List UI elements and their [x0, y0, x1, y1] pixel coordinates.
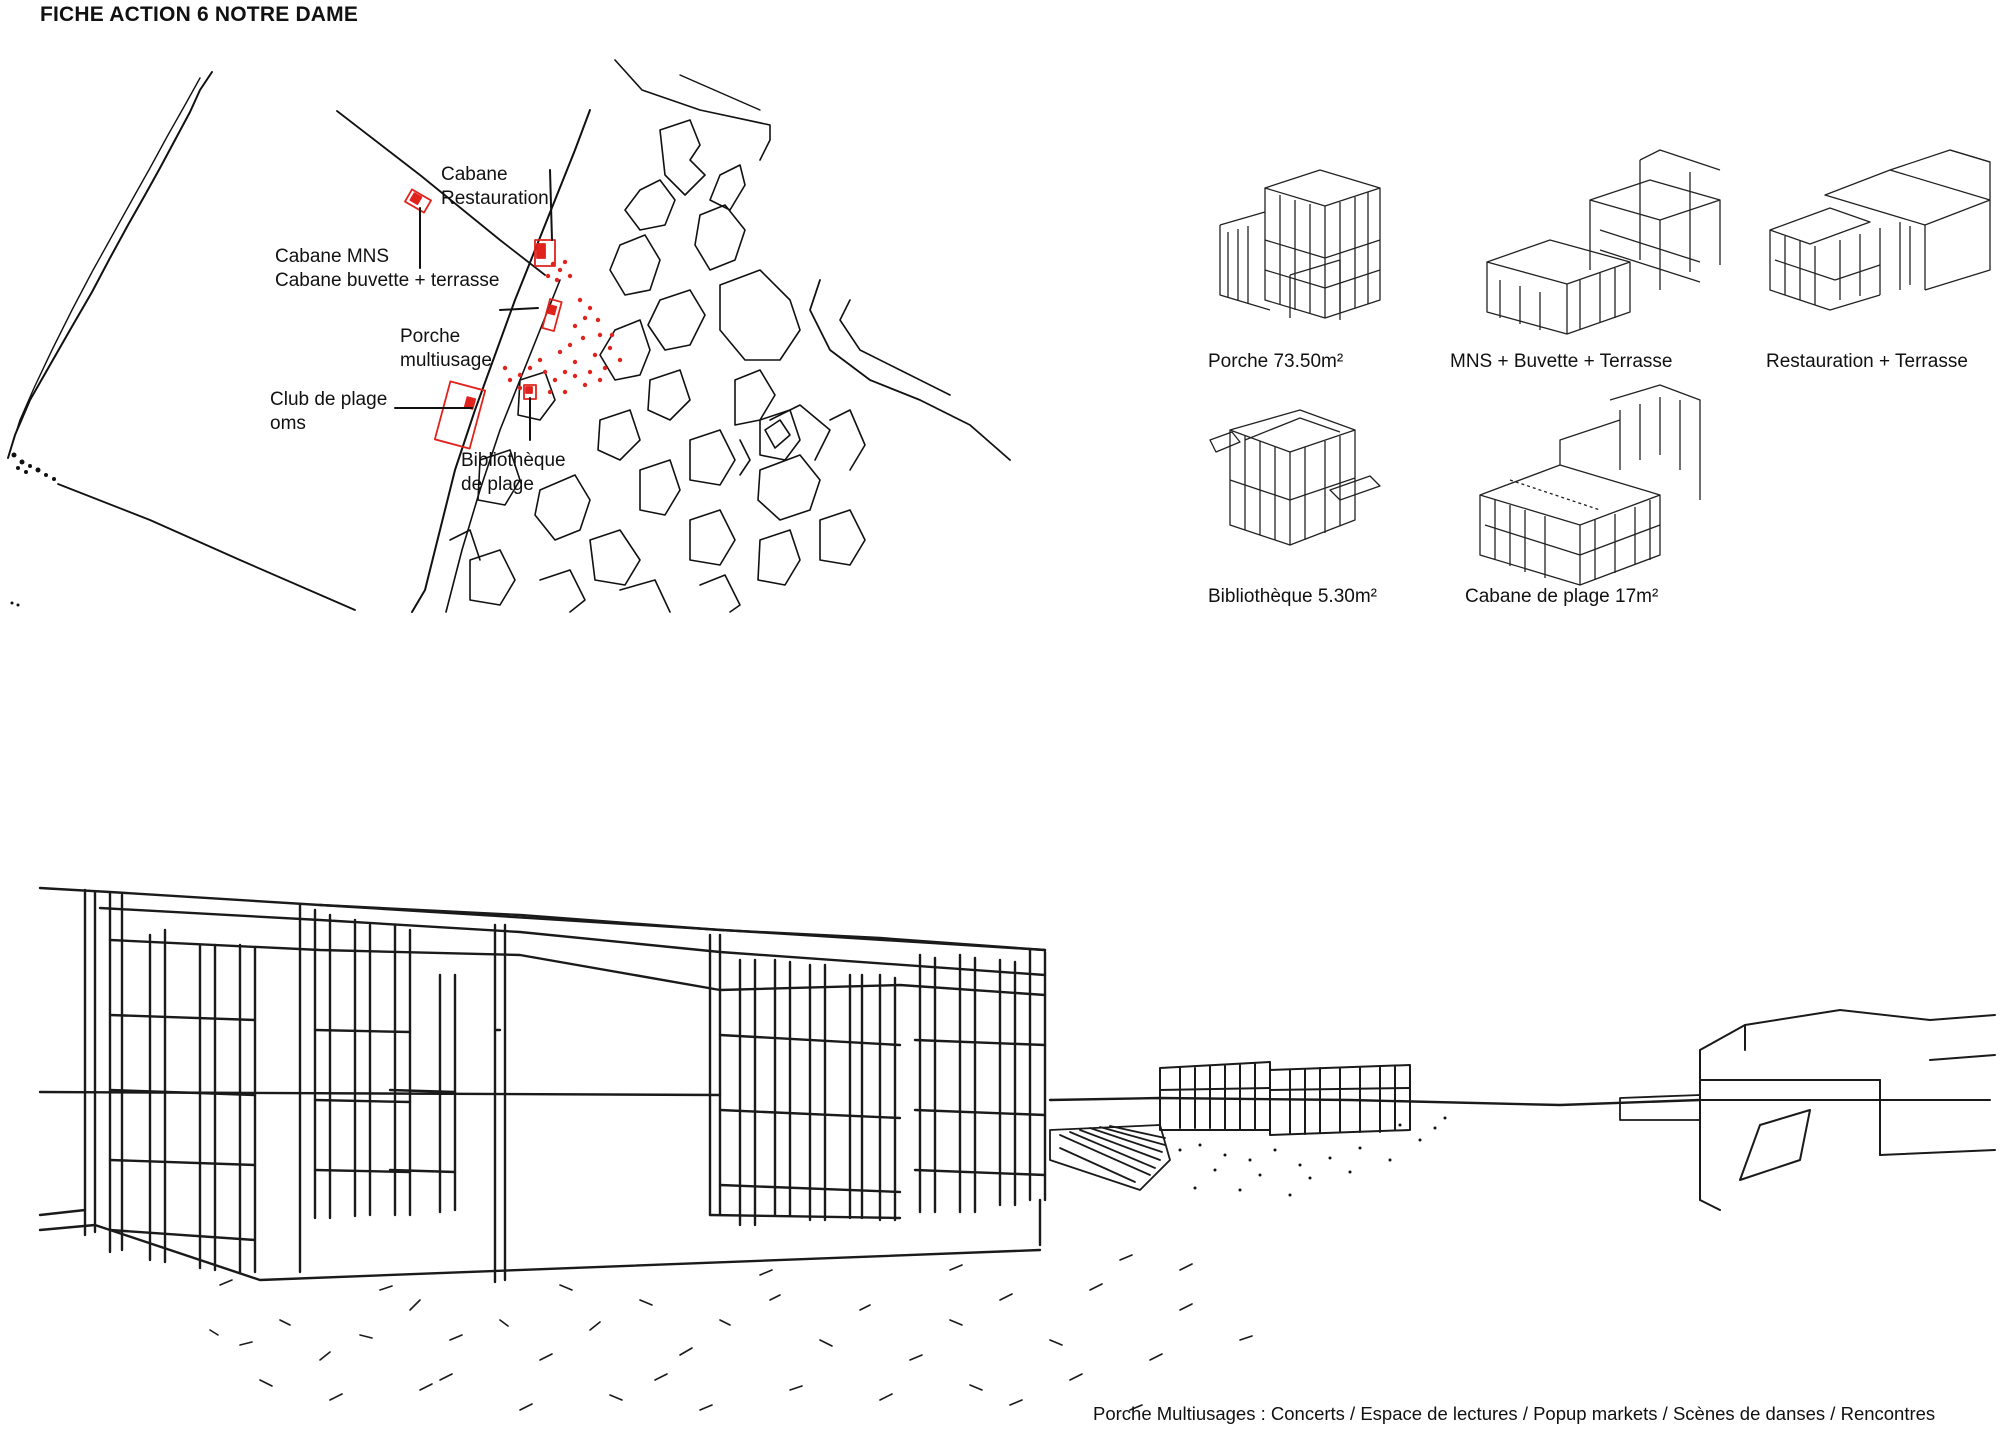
leader-lines — [394, 169, 553, 441]
ground-texture — [209, 1254, 1253, 1411]
buildings — [449, 119, 866, 613]
title-part1: FICHE ACTION 6 — [40, 3, 215, 26]
caption-porche: Porche 73.50m² — [1208, 351, 1344, 372]
red-dots — [502, 259, 623, 395]
axo-cabane-plage — [1479, 384, 1701, 586]
perspective-caption: Porche Multiusages : Concerts / Espace d… — [1093, 1403, 1936, 1424]
page-title: FICHE ACTION 6 NOTRE DAME — [40, 3, 358, 27]
right-buildings — [1699, 1009, 1996, 1211]
axo-mns — [1486, 149, 1721, 335]
label-bibliotheque: Bibliothèque de plage — [461, 450, 566, 495]
distant-stipple — [1178, 1116, 1447, 1197]
title-part2: NOTRE DAME — [214, 3, 359, 26]
road-curve — [809, 279, 1011, 461]
site-map — [7, 59, 1011, 613]
axo-restauration — [1769, 149, 1991, 311]
ramp — [1049, 1124, 1171, 1191]
promenade — [411, 109, 591, 613]
label-club-plage: Club de plage oms — [270, 389, 388, 434]
caption-cabane-plage: Cabane de plage 17m² — [1465, 586, 1659, 607]
caption-mns: MNS + Buvette + Terrasse — [1450, 351, 1673, 372]
axo-porche — [1219, 169, 1381, 320]
label-porche: Porche multiusage — [400, 326, 492, 371]
axo-bibliotheque — [1209, 409, 1381, 546]
rocks — [10, 452, 56, 607]
right-frame — [708, 933, 1047, 1227]
shoreline — [7, 71, 213, 459]
axonometric-sketches — [1209, 149, 1991, 586]
distant-pavilion — [1159, 1061, 1411, 1136]
label-cabane-mns: Cabane MNS Cabane buvette + terrasse — [275, 246, 500, 291]
left-frame — [83, 888, 507, 1284]
caption-restauration: Restauration + Terrasse — [1766, 351, 1968, 372]
caption-bibliotheque: Bibliothèque 5.30m² — [1208, 586, 1377, 607]
label-cabane-restauration: Cabane Restauration — [441, 164, 549, 209]
